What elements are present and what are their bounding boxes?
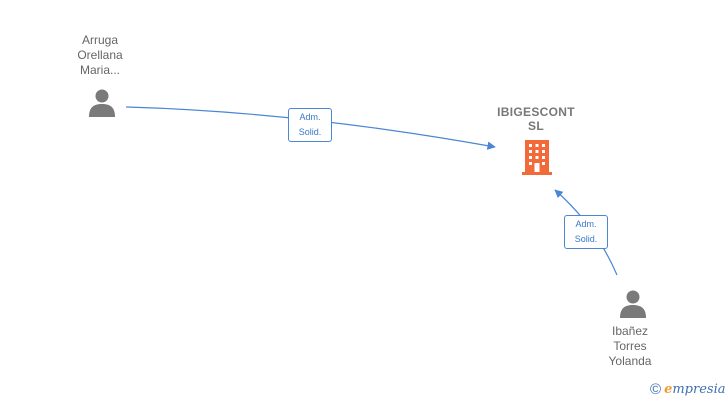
brand-logo: empresia xyxy=(664,382,725,397)
edge-label-line: Adm. xyxy=(575,219,597,229)
person-2-name-line: Yolanda xyxy=(608,354,652,368)
edge-label-role[interactable]: Adm. Solid. xyxy=(564,215,608,249)
company-name-line: SL xyxy=(528,119,544,133)
copyright-icon: © xyxy=(650,380,662,398)
company-name[interactable]: IBIGESCONT SL xyxy=(486,105,586,133)
brand-logo-initial: e xyxy=(664,381,673,397)
brand-logo-text: mpresia xyxy=(672,381,726,397)
person-1-name[interactable]: Arruga Orellana Maria... xyxy=(60,33,140,78)
edge-label-line: Solid. xyxy=(298,127,322,137)
person-2-name-line: Ibañez xyxy=(611,324,649,338)
person-icon[interactable] xyxy=(87,88,117,118)
edge-label-line: Adm. xyxy=(299,112,321,122)
person-icon[interactable] xyxy=(618,289,648,319)
person-2-name[interactable]: Ibañez Torres Yolanda xyxy=(590,324,670,369)
person-1-name-line: Maria... xyxy=(79,63,120,77)
edge-label-role[interactable]: Adm. Solid. xyxy=(288,108,332,142)
brand-watermark: © empresia xyxy=(650,380,725,398)
person-1-name-line: Orellana xyxy=(77,48,123,62)
building-icon[interactable] xyxy=(520,140,554,176)
company-name-line: IBIGESCONT xyxy=(497,105,575,119)
edge-label-line: Solid. xyxy=(574,234,598,244)
person-2-name-line: Torres xyxy=(613,339,647,353)
person-1-name-line: Arruga xyxy=(81,33,119,47)
